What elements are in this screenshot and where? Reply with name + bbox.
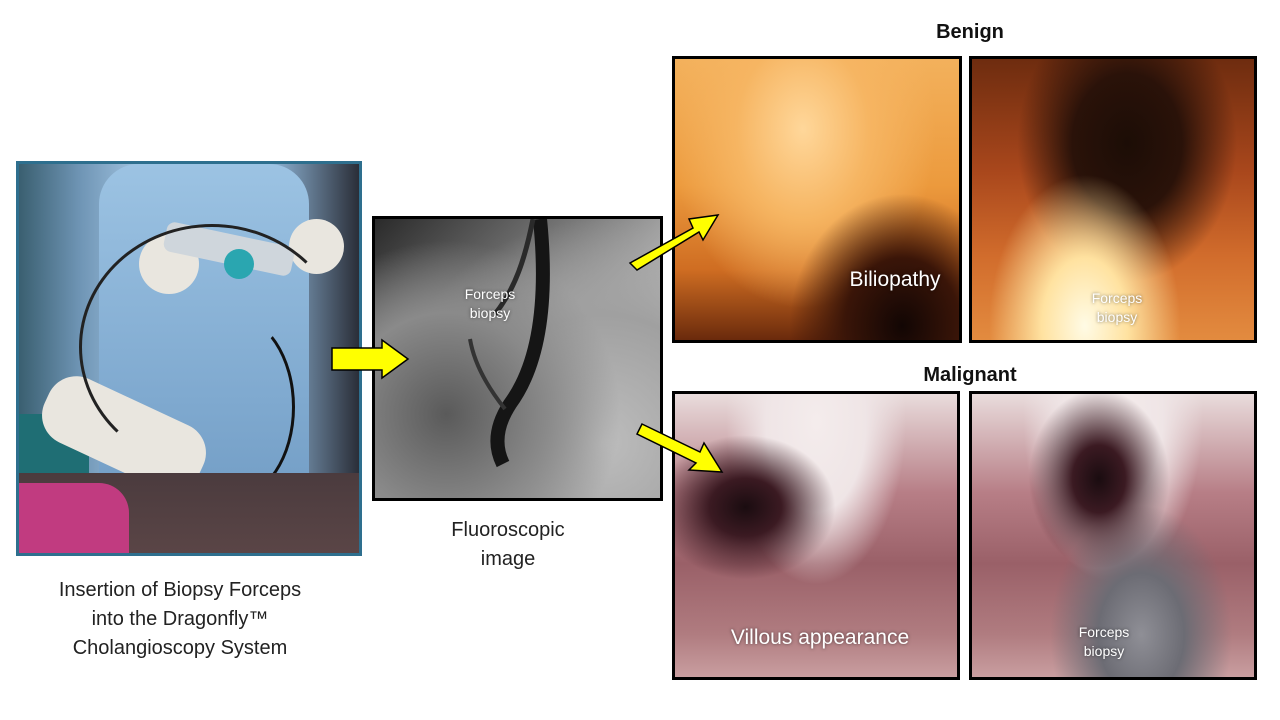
arrow-right <box>331 338 410 380</box>
villous-image: Villous appearance <box>672 391 960 680</box>
left-caption-line2: into the Dragonfly™ <box>91 608 269 630</box>
fluoro-label-line1: Forceps <box>464 286 516 302</box>
left-caption-line1: Insertion of Biopsy Forceps <box>58 579 302 601</box>
malignant-heading: Malignant <box>923 364 1017 386</box>
fluoro-label-line2: biopsy <box>469 305 511 321</box>
fluoro-caption-line2: image <box>480 548 536 570</box>
fluoro-forceps-label: Forceps biopsy <box>450 285 530 323</box>
malignant-forceps-label-line1: Forceps <box>1078 624 1130 640</box>
malignant-forceps-label: Forceps biopsy <box>1059 623 1149 661</box>
villous-label: Villous appearance <box>730 626 910 649</box>
cable-shape <box>79 224 345 470</box>
scope-shadow-drawing <box>468 219 550 468</box>
malignant-forceps-image: Forceps biopsy <box>969 391 1257 680</box>
biliopathy-label: Biliopathy <box>849 268 941 291</box>
benign-forceps-label-line2: biopsy <box>1096 309 1138 325</box>
malignant-forceps-label-line2: biopsy <box>1083 643 1125 659</box>
fluoro-caption-line1: Fluoroscopic <box>451 519 565 541</box>
left-caption: Insertion of Biopsy Forceps into the Dra… <box>10 576 350 663</box>
arrow-up-right <box>628 214 720 271</box>
arrow-down-right <box>635 423 724 473</box>
benign-forceps-label: Forceps biopsy <box>1072 289 1162 327</box>
left-caption-line3: Cholangioscopy System <box>72 637 288 659</box>
benign-forceps-image: Forceps biopsy <box>969 56 1257 343</box>
procedure-photo <box>16 161 362 556</box>
pink-bag-shape <box>19 483 129 553</box>
benign-heading: Benign <box>936 21 1004 43</box>
fluoroscopic-image: Forceps biopsy <box>372 216 663 501</box>
fluoro-caption: Fluoroscopic image <box>408 516 608 574</box>
benign-forceps-label-line1: Forceps <box>1091 290 1143 306</box>
biliopathy-image: Biliopathy <box>672 56 962 343</box>
